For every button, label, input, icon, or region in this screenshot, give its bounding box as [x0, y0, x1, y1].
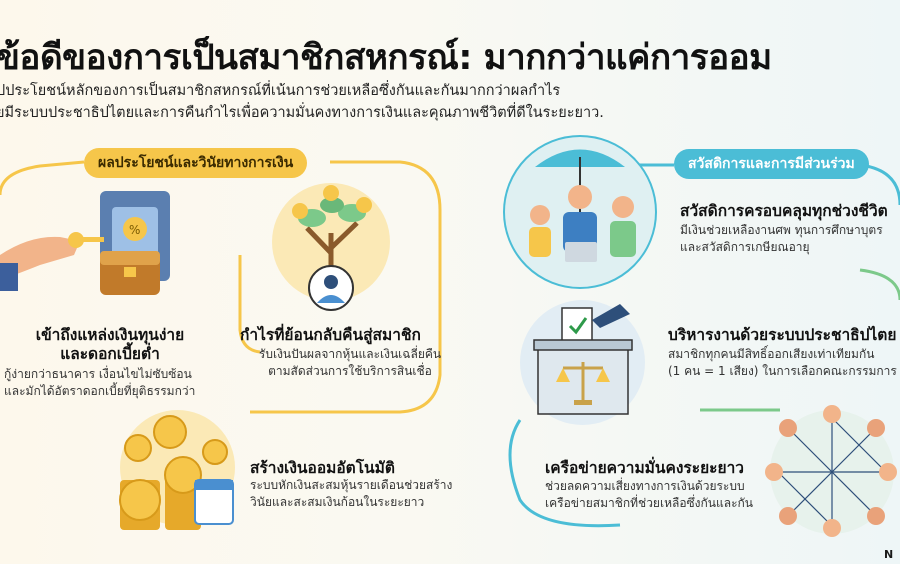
key-vault-icon: %	[0, 191, 170, 295]
ballot-box-icon	[533, 304, 633, 415]
coins-calendar-icon	[119, 415, 234, 530]
subtitle-line-2: ยมีระบบประชาธิปไตยและการคืนกำไรเพื่อความ…	[0, 105, 604, 121]
left-section-label: ผลประโยชน์และวินัยทางการเงิน	[84, 148, 308, 178]
network-people-icon	[765, 405, 897, 537]
right-item-3-desc-2: เครือข่ายสมาชิกที่ช่วยเหลือซึ่งกันและกัน	[545, 496, 754, 510]
money-tree-icon	[292, 185, 372, 311]
left-item-3-desc-2: วินัยและสะสมเงินก้อนในระยะยาว	[250, 495, 425, 509]
right-item-1-desc-2: และสวัสดิการเกษียณอายุ	[680, 240, 810, 254]
left-item-1-title-2: และดอกเบี้ยต่ำ	[60, 345, 160, 363]
corner-mark: N	[884, 548, 894, 561]
page-title: ข้อดีของการเป็นสมาชิกสหกรณ์: มากกว่าแค่ก…	[0, 38, 772, 78]
right-item-2-desc-1: สมาชิกทุกคนมีสิทธิ์ออกเสียงเท่าเทียมกัน	[668, 347, 875, 361]
left-item-3-title: สร้างเงินออมอัตโนมัติ	[250, 459, 395, 477]
right-item-3-desc-1: ช่วยลดความเสี่ยงทางการเงินด้วยระบบ	[545, 479, 745, 493]
left-item-2-desc-2: ตามสัดส่วนการใช้บริการสินเชื่อ	[268, 364, 432, 378]
left-item-1-title-1: เข้าถึงแหล่งเงินทุนง่าย	[35, 326, 185, 344]
left-item-3-desc-1: ระบบหักเงินสะสมหุ้นรายเดือนช่วยสร้าง	[250, 478, 453, 492]
left-item-2-desc-1: รับเงินปันผลจากหุ้นและเงินเฉลี่ยคืน	[258, 347, 442, 361]
umbrella-family-icon	[529, 149, 636, 262]
left-item-1-desc-2: และมักได้อัตราดอกเบี้ยที่ยุติธรรมกว่า	[4, 384, 196, 398]
right-section-label: สวัสดิการและการมีส่วนร่วม	[674, 149, 869, 179]
left-item-1-desc-1: กู้ง่ายกว่าธนาคาร เงื่อนไขไม่ซับซ้อน	[4, 367, 192, 381]
left-item-2-title: กำไรที่ย้อนกลับคืนสู่สมาชิก	[240, 326, 421, 344]
right-item-1-desc-1: มีเงินช่วยเหลืองานศพ ทุนการศึกษาบุตร	[680, 223, 883, 237]
subtitle-line-1: ปประโยชน์หลักของการเป็นสมาชิกสหกรณ์ที่เน…	[0, 83, 561, 99]
svg-text:%: %	[129, 223, 140, 237]
right-item-1-title: สวัสดิการครอบคลุมทุกช่วงชีวิต	[680, 202, 888, 220]
right-item-3-title: เครือข่ายความมั่นคงระยะยาว	[545, 459, 744, 477]
right-item-2-desc-2: (1 คน = 1 เสียง) ในการเลือกคณะกรรมการ	[668, 364, 897, 378]
right-item-2-title: บริหารงานด้วยระบบประชาธิปไตย	[668, 326, 897, 344]
